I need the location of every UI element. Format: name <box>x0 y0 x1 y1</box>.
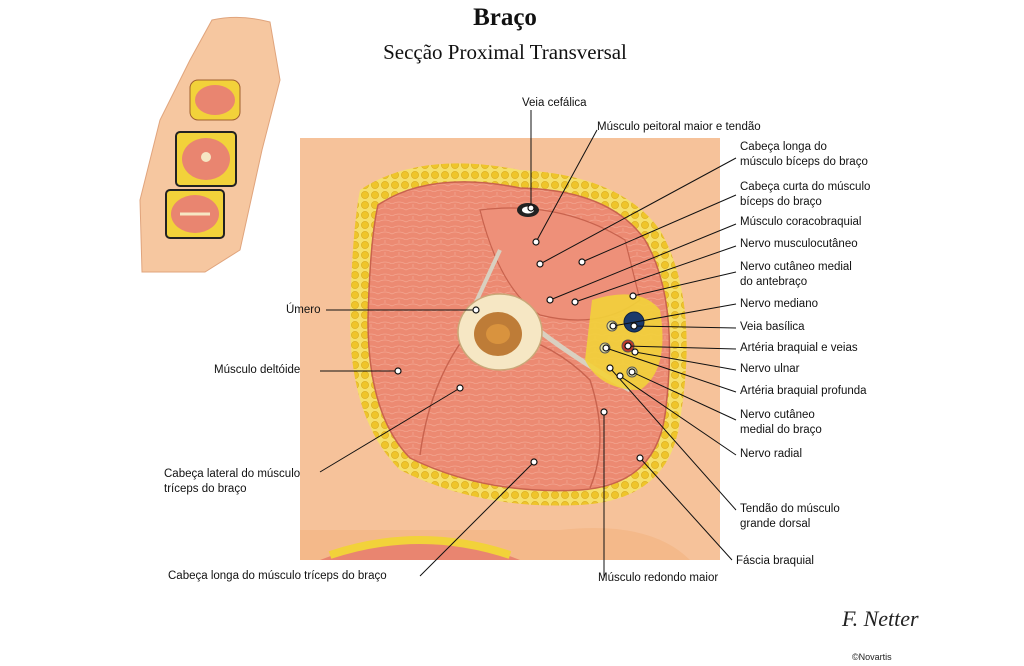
diagram-title: Braço <box>473 4 537 31</box>
label-redondo: Músculo redondo maior <box>598 572 719 584</box>
arm-thumbnail <box>139 16 281 273</box>
leader-lines <box>319 110 737 578</box>
diagram-subtitle: Secção Proximal Transversal <box>383 40 627 64</box>
label-cutaneo-antebraco: Nervo cutâneo medial do antebraço <box>740 260 852 290</box>
label-veia-cefalica: Veia cefálica <box>522 97 587 109</box>
copyright-notice: ©Novartis <box>852 652 892 662</box>
label-cutaneo-braco: Nervo cutâneo medial do braço <box>740 408 822 438</box>
label-line: Nervo cutâneo medial <box>740 261 852 273</box>
label-line: Nervo cutâneo <box>740 409 815 421</box>
cross-section <box>300 138 720 560</box>
label-ulnar: Nervo ulnar <box>740 363 800 375</box>
label-line: bíceps do braço <box>740 196 822 208</box>
label-line: tríceps do braço <box>164 483 247 495</box>
label-dots <box>394 204 644 466</box>
label-umero: Úmero <box>286 304 321 316</box>
label-grande-dorsal: Tendão do músculo grande dorsal <box>740 502 840 532</box>
label-cabeca-curta-biceps: Cabeça curta do músculo bíceps do braço <box>740 180 870 210</box>
label-cabeca-longa-biceps: Cabeça longa do músculo bíceps do braço <box>740 140 868 170</box>
label-fascia: Fáscia braquial <box>736 555 814 567</box>
label-line: medial do braço <box>740 424 822 436</box>
label-mediano: Nervo mediano <box>740 298 818 310</box>
label-radial: Nervo radial <box>740 448 802 460</box>
label-line: músculo bíceps do braço <box>740 156 868 168</box>
label-line: grande dorsal <box>740 518 811 530</box>
label-musculocutaneo: Nervo musculocutâneo <box>740 238 858 250</box>
label-peitoral: Músculo peitoral maior e tendão <box>597 121 761 133</box>
label-arteria-braquial: Artéria braquial e veias <box>740 342 858 354</box>
label-cabeca-lateral-triceps: Cabeça lateral do músculo tríceps do bra… <box>164 467 300 497</box>
label-line: Cabeça lateral do músculo <box>164 468 301 480</box>
label-line: do antebraço <box>740 276 808 288</box>
label-coracobraquial: Músculo coracobraquial <box>740 216 862 228</box>
artist-signature: F. Netter <box>842 606 919 631</box>
label-line: Tendão do músculo <box>740 503 840 515</box>
label-line: Cabeça longa do <box>740 141 827 153</box>
label-deltoide: Músculo deltóide <box>214 364 301 376</box>
label-arteria-profunda: Artéria braquial profunda <box>740 385 867 397</box>
label-line: Cabeça curta do músculo <box>740 181 871 193</box>
label-cabeca-longa-triceps: Cabeça longa do músculo tríceps do braço <box>168 570 387 582</box>
label-basilica: Veia basílica <box>740 321 805 333</box>
